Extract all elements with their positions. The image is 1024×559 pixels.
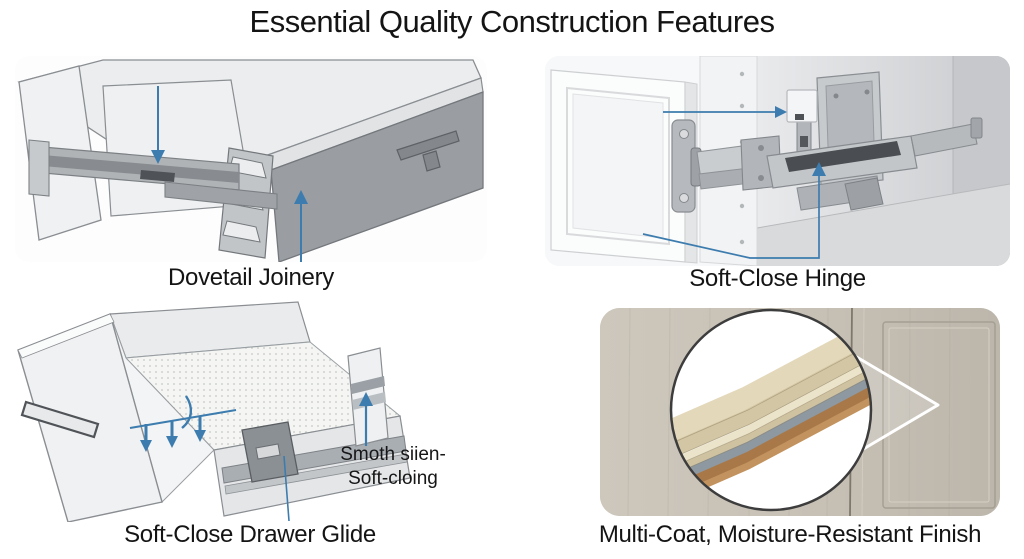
up-arrow-icon [359, 392, 373, 446]
soft-close-mechanism [766, 71, 983, 211]
glide-annotation-line1: Smoth siien- [340, 444, 446, 465]
damper-block [786, 89, 818, 123]
drawer-front-panel [17, 313, 163, 522]
panel-soft-close-drawer-glide [10, 298, 490, 522]
caption-soft-close-drawer-glide: Soft-Close Drawer Glide [124, 521, 376, 548]
glide-annotation: Smoth siien- Soft-cloing [330, 443, 456, 491]
drawer-handle [396, 130, 460, 172]
glide-leader-line [283, 455, 290, 522]
drawer-slide-rail [28, 139, 278, 210]
panel-dovetail-joinery [15, 56, 487, 262]
glide-block [241, 421, 299, 483]
down-arrow-icon [151, 86, 165, 164]
drawer-front-handle [20, 400, 100, 439]
finish-layers-magnifier [669, 308, 873, 512]
drawer-glide-illustration [17, 301, 411, 522]
glide-motion-arrows [129, 395, 237, 452]
caption-dovetail-joinery: Dovetail Joinery [168, 264, 334, 291]
soft-close-hinge-illustration [545, 56, 1010, 266]
page-title: Essential Quality Construction Features [249, 4, 775, 39]
dovetail-joinery-illustration [17, 59, 484, 262]
finish-layers-illustration [600, 308, 1000, 516]
hinge-annotation-arrows [642, 106, 826, 259]
hinge-arm [671, 119, 782, 213]
up-arrow-icon [294, 190, 308, 262]
panel-soft-close-hinge [545, 56, 1010, 266]
caption-multi-coat-finish: Multi-Coat, Moisture-Resistant Finish [598, 521, 982, 548]
drawer-front-face [270, 91, 484, 262]
glide-annotation-line2: Soft-cloing [348, 468, 438, 489]
caption-soft-close-hinge: Soft-Close Hinge [689, 265, 866, 292]
panel-multi-coat-finish [600, 308, 1000, 516]
